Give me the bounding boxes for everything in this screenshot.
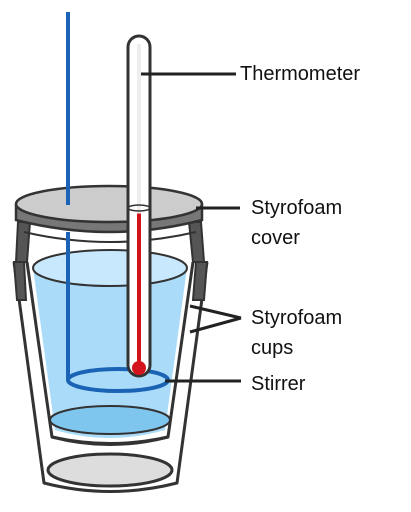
label-cups-line1: Styrofoam — [251, 307, 342, 329]
thermometer-liquid — [137, 213, 141, 370]
styrofoam-cover — [14, 184, 204, 234]
leader-lines — [141, 72, 242, 383]
label-cups-line2: cups — [251, 337, 293, 359]
inner-cup — [25, 249, 195, 446]
label-cover-line2: cover — [251, 227, 300, 249]
label-stirrer: Stirrer — [251, 373, 306, 395]
cover-supports — [14, 221, 206, 263]
label-cover-line1: Styrofoam — [251, 197, 342, 219]
thermometer — [126, 34, 152, 378]
label-thermometer: Thermometer — [240, 63, 360, 85]
